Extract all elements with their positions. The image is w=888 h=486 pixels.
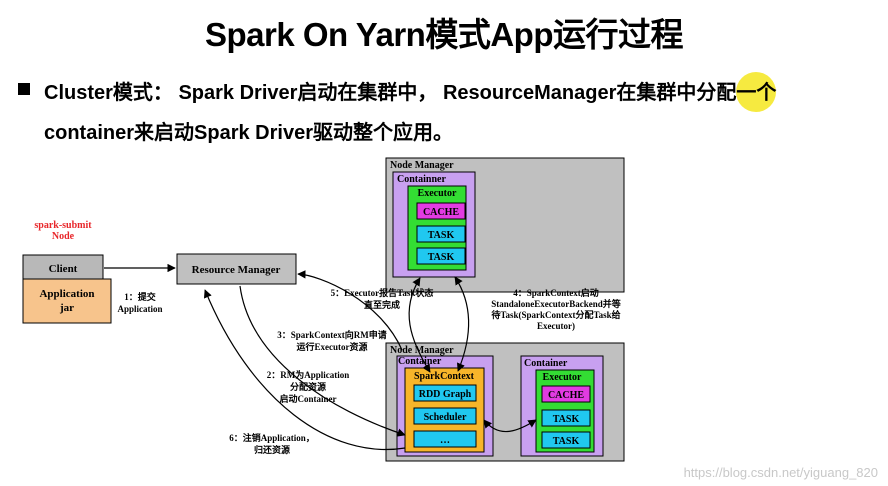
ellipsis-box	[413, 430, 477, 448]
bullet-square-icon	[18, 83, 30, 95]
scheduler-label: Scheduler	[424, 412, 467, 423]
task-top-1-box	[416, 225, 466, 243]
cache-top-box	[416, 202, 466, 220]
resource-manager-box	[176, 253, 297, 285]
step6-label: 6：注销Application，归还资源	[229, 432, 315, 455]
container-top-label: Containner	[397, 174, 446, 185]
cache-bottom-label: CACHE	[548, 390, 584, 401]
step5-label: 5：Executor报告Task状态直至完成	[331, 287, 434, 310]
task-top-2-label: TASK	[428, 252, 455, 263]
arrow-step4-start-executor	[454, 276, 470, 372]
client-label: Client	[49, 263, 78, 275]
scheduler-box	[413, 407, 477, 425]
task-bottom-2-box	[541, 431, 591, 449]
arrow-sparkcontext-executor	[483, 419, 537, 433]
arrow-step3-container-to-rm	[297, 270, 403, 351]
task-top-2-box	[416, 247, 466, 265]
task-top-1-label: TASK	[428, 230, 455, 241]
executor-bottom-label: Executor	[543, 372, 582, 383]
arrow-step2-rm-to-container	[239, 285, 406, 437]
container-bottom-right-label: Container	[524, 358, 568, 369]
task-bottom-1-box	[541, 409, 591, 427]
arrow-step6-container-to-rm	[203, 289, 406, 450]
watermark-url: https://blog.csdn.net/yiguang_820	[683, 465, 878, 480]
slide-title: Spark On Yarn模式App运行过程	[205, 16, 683, 53]
cache-bottom-box	[541, 385, 591, 403]
resource-manager-label: Resource Manager	[192, 264, 281, 276]
sparkcontext-label: SparkContext	[414, 371, 475, 382]
ellipsis-label: …	[440, 435, 450, 446]
application-jar-box	[22, 278, 112, 324]
step3-label: 3：SparkContext向RM申请运行Executor资源	[277, 329, 387, 352]
executor-top-label: Executor	[418, 188, 457, 199]
node-manager-bottom-label: Node Manager	[390, 345, 454, 356]
rdd-graph-box	[413, 384, 477, 402]
task-bottom-2-label: TASK	[553, 436, 580, 447]
bullet-text-line-2: container来启动Spark Driver驱动整个应用。	[44, 122, 453, 144]
container-bottom-left-label: Container	[398, 356, 442, 367]
bullet-text-line-1: Cluster模式： Spark Driver启动在集群中， ResourceM…	[44, 82, 777, 104]
highlight-marker	[736, 72, 776, 112]
node-manager-top-label: Node Manager	[390, 160, 454, 171]
arrow-step5-executor-report	[408, 277, 431, 373]
task-bottom-1-label: TASK	[553, 414, 580, 425]
rdd-graph-label: RDD Graph	[419, 389, 472, 400]
cache-top-label: CACHE	[423, 207, 459, 218]
